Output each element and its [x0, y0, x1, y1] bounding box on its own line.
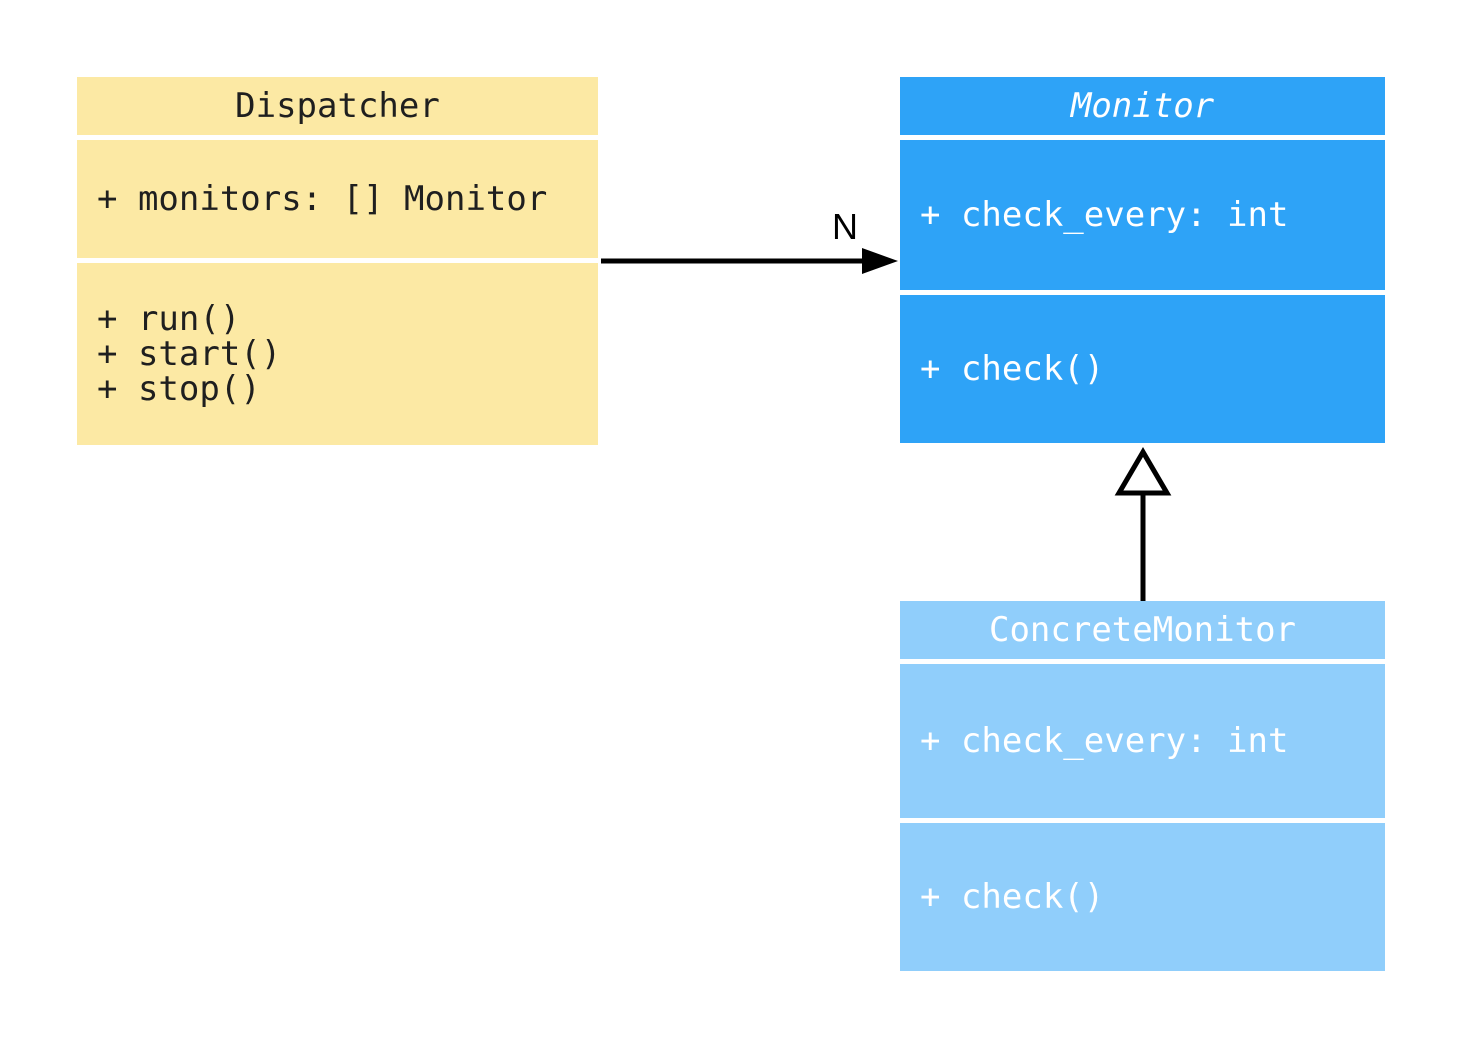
methods-compartment: + check() — [900, 295, 1385, 443]
attribute-item: + check_every: int — [920, 194, 1289, 235]
inheritance-triangle-icon — [1114, 447, 1172, 496]
class-title-monitor: Monitor — [900, 77, 1385, 135]
inheritance-arrow-concretemonitor-to-monitor — [1114, 447, 1172, 601]
method-item: + check() — [920, 348, 1105, 389]
method-item: + check() — [920, 876, 1105, 917]
association-arrowhead-icon — [862, 248, 898, 274]
attribute-item: + monitors: [] Monitor — [97, 178, 548, 219]
attributes-compartment: + check_every: int — [900, 664, 1385, 818]
association-arrow-dispatcher-to-monitor — [601, 248, 898, 274]
methods-compartment: + check() — [900, 823, 1385, 971]
method-item: + stop() — [97, 368, 261, 409]
class-title-concretemonitor: ConcreteMonitor — [900, 601, 1385, 659]
class-title-dispatcher: Dispatcher — [77, 77, 598, 135]
attributes-compartment: + monitors: [] Monitor — [77, 140, 598, 258]
class-box-concretemonitor: ConcreteMonitor + check_every: int + che… — [900, 601, 1385, 971]
attribute-item: + check_every: int — [920, 720, 1289, 761]
attributes-compartment: + check_every: int — [900, 140, 1385, 290]
class-box-monitor: Monitor + check_every: int + check() — [900, 77, 1385, 443]
method-item: + start() — [97, 333, 282, 374]
methods-compartment: + run() + start() + stop() — [77, 263, 598, 445]
class-box-dispatcher: Dispatcher + monitors: [] Monitor + run(… — [77, 77, 598, 445]
multiplicity-label: N — [832, 206, 858, 247]
method-item: + run() — [97, 298, 241, 339]
